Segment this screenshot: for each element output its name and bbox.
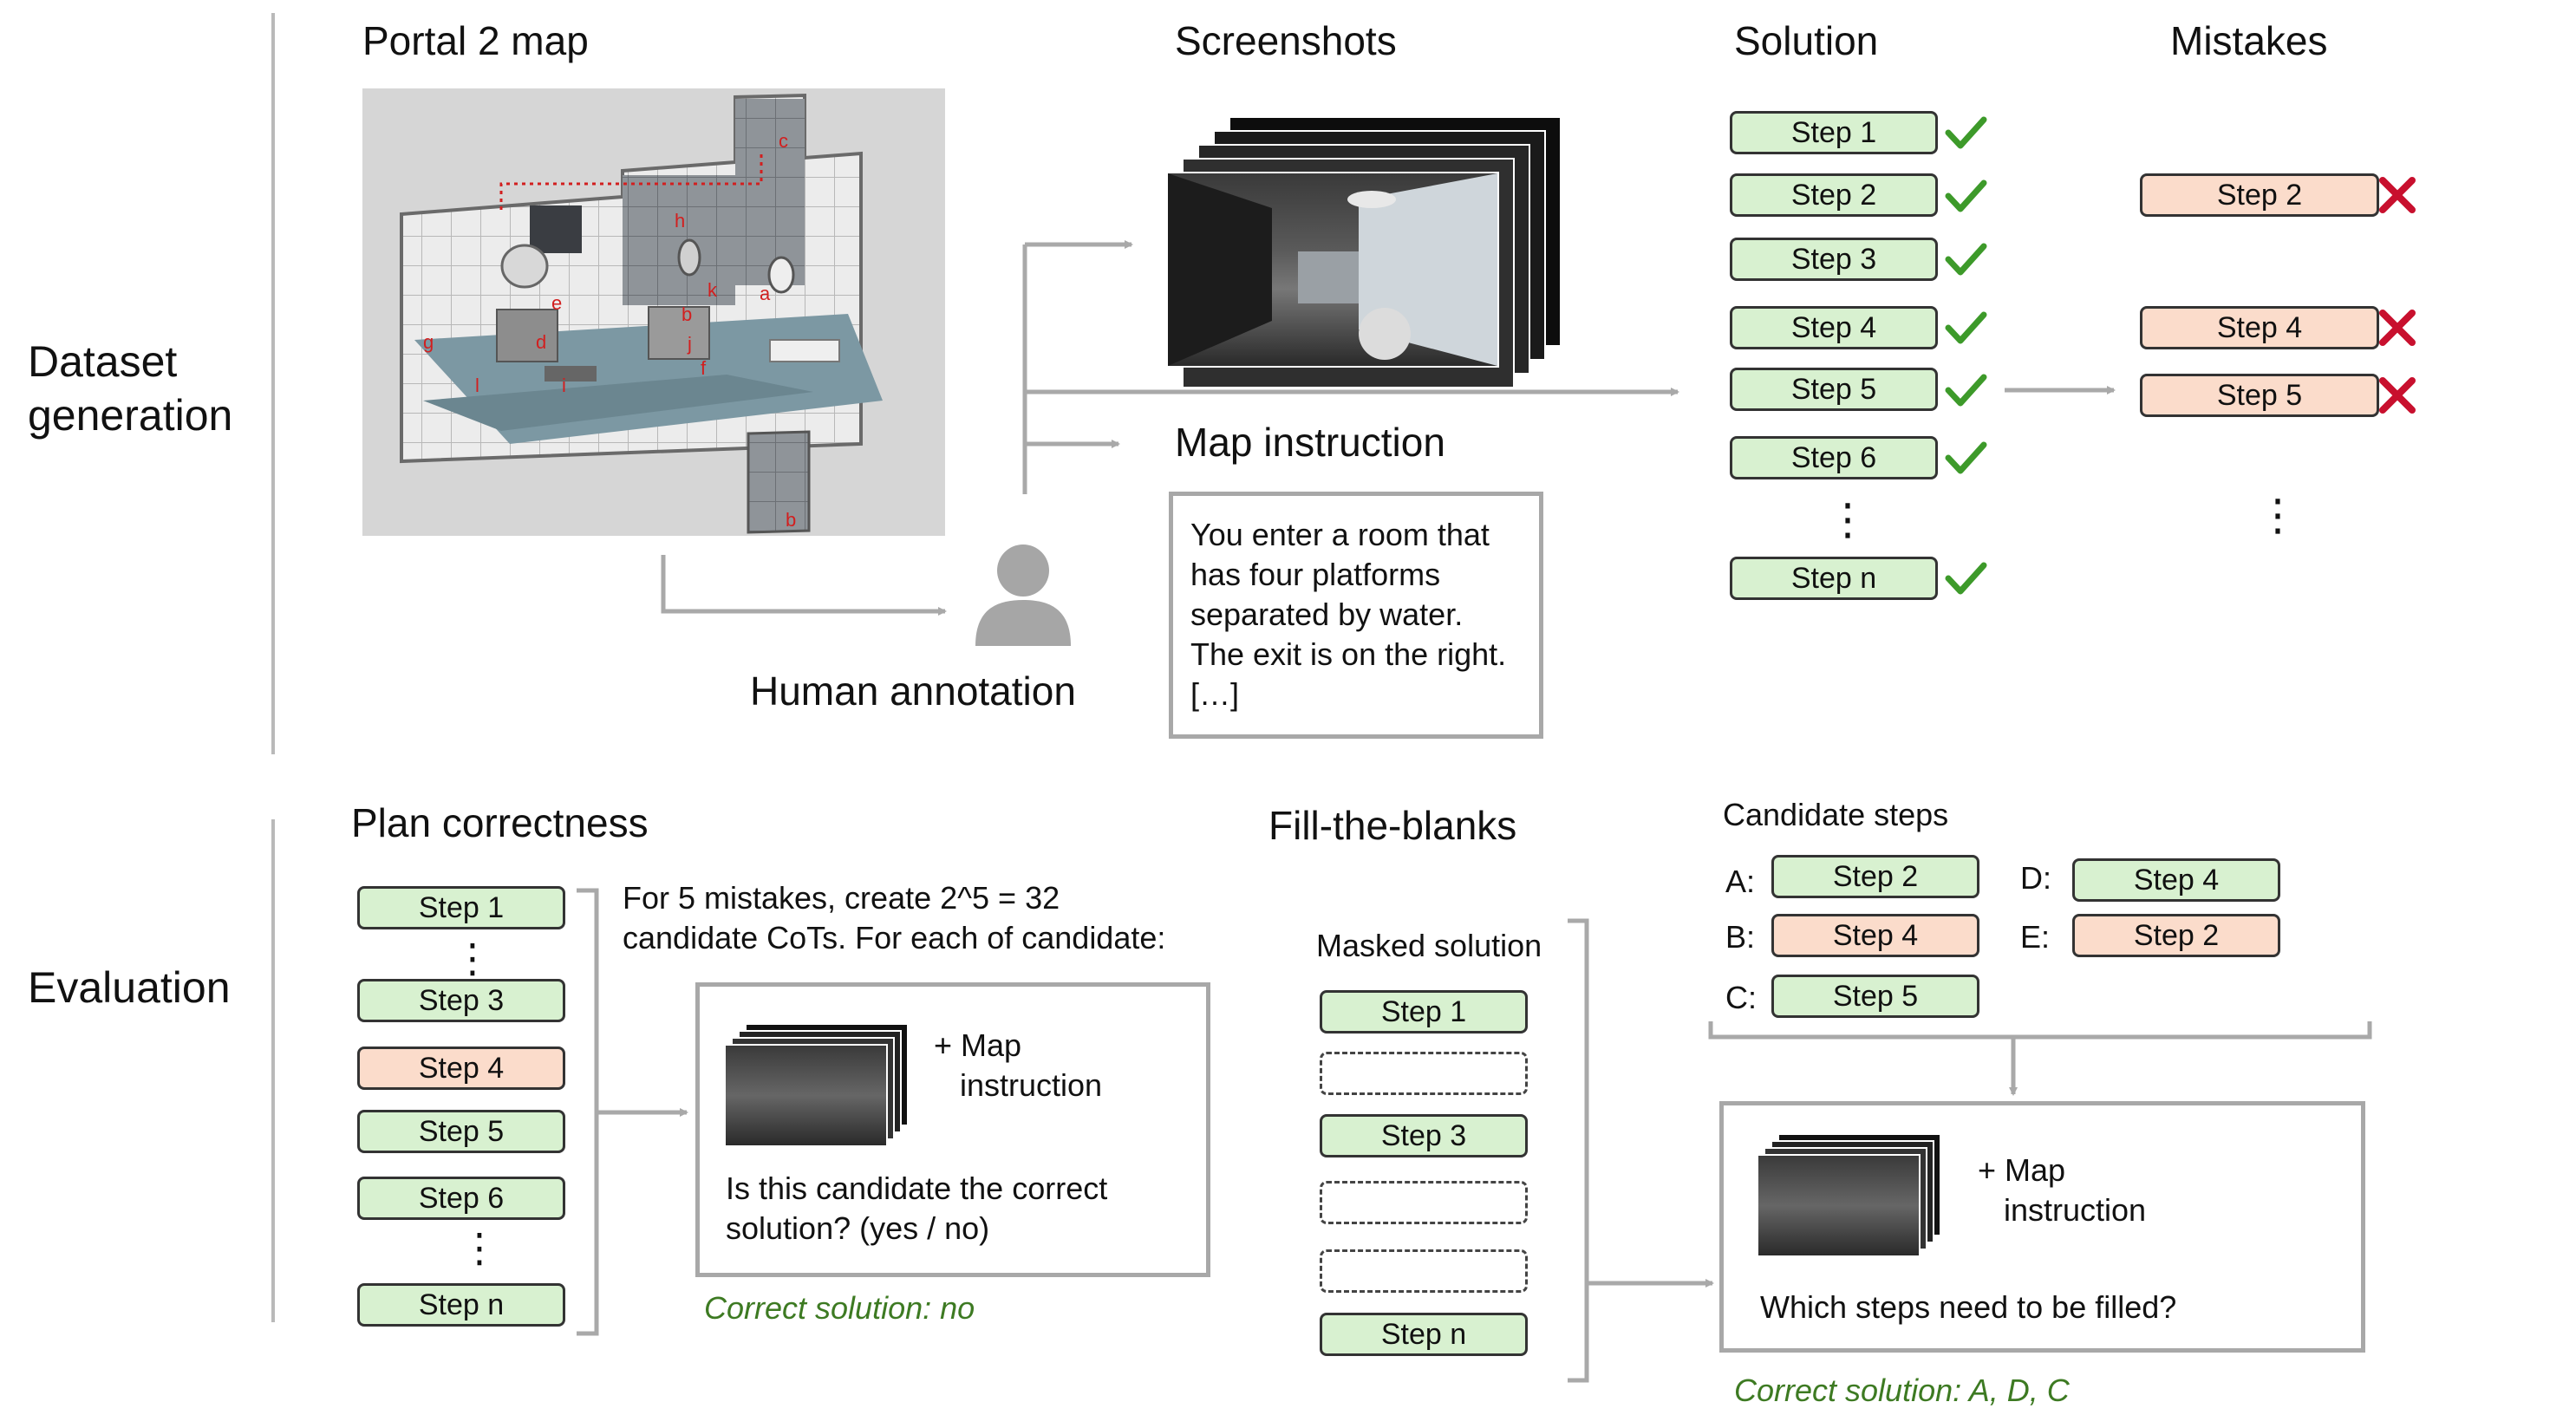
plan-step-5: Step 5 xyxy=(357,1110,565,1153)
map-label-d: d xyxy=(536,331,546,353)
plan-step-6: Step 6 xyxy=(357,1177,565,1220)
plan-step-n: Step n xyxy=(357,1283,565,1327)
masked-step-n: Step n xyxy=(1320,1313,1528,1356)
plan-step-4: Step 4 xyxy=(357,1047,565,1090)
solution-step-3: Step 3 xyxy=(1730,238,1938,281)
map-label-h: h xyxy=(675,210,685,231)
check-icon xyxy=(1945,311,1987,344)
candidate-letter-e: E: xyxy=(2020,919,2051,955)
screenshot-stack xyxy=(1166,113,1565,388)
map-label-a: a xyxy=(760,283,771,304)
candidate-c: Step 5 xyxy=(1771,975,1979,1018)
person-icon xyxy=(967,538,1079,650)
masked-solution-title: Masked solution xyxy=(1316,928,1542,963)
check-icon xyxy=(1945,179,1987,212)
plan-step-1: Step 1 xyxy=(357,886,565,929)
fill-question: Which steps need to be filled? xyxy=(1760,1289,2177,1325)
map-label-i: i xyxy=(562,375,566,396)
mistakes-title: Mistakes xyxy=(2170,18,2328,63)
plan-question: Is this candidate the correct solution? … xyxy=(726,1170,1108,1246)
solution-step-6: Step 6 xyxy=(1730,436,1938,479)
check-icon xyxy=(1945,562,1987,595)
masked-step-3: Step 3 xyxy=(1320,1114,1528,1157)
map-label-b-lower: b xyxy=(786,509,796,531)
solution-step-2: Step 2 xyxy=(1730,173,1938,217)
plan-description: For 5 mistakes, create 2^5 = 32 candidat… xyxy=(623,880,1166,955)
section-divider-top xyxy=(271,13,275,754)
screenshot-front xyxy=(1166,172,1499,368)
masked-blank-3 xyxy=(1320,1249,1528,1293)
fill-question-box: + Map instruction Which steps need to be… xyxy=(1719,1101,2365,1353)
fill-correct-solution: Correct solution: A, D, C xyxy=(1734,1373,2070,1408)
map-label-e: e xyxy=(551,292,562,314)
fill-the-blanks-title: Fill-the-blanks xyxy=(1268,803,1517,848)
cross-icon xyxy=(2379,377,2416,414)
candidate-b: Step 4 xyxy=(1771,914,1979,957)
cross-icon xyxy=(2379,177,2416,213)
solution-title: Solution xyxy=(1734,18,1879,63)
map-label-b-upper: b xyxy=(681,303,692,325)
plan-correct-solution: Correct solution: no xyxy=(704,1290,975,1326)
candidate-letter-c: C: xyxy=(1725,980,1757,1015)
map-instruction-box: You enter a room that has four platforms… xyxy=(1169,492,1543,739)
section-label-evaluation: Evaluation xyxy=(28,963,231,1012)
candidate-steps-title: Candidate steps xyxy=(1723,797,1949,832)
check-icon xyxy=(1945,116,1987,149)
candidate-letter-b: B: xyxy=(1725,919,1756,955)
check-icon xyxy=(1945,441,1987,474)
plan-correctness-title: Plan correctness xyxy=(351,800,649,845)
map-instruction-title: Map instruction xyxy=(1175,420,1445,465)
candidate-letter-a: A: xyxy=(1725,864,1756,899)
plan-screenshot-stack xyxy=(724,1023,909,1147)
masked-blank-2 xyxy=(1320,1181,1528,1224)
plan-ellipsis-1: ⋮ xyxy=(453,936,492,981)
solution-ellipsis: ⋮ xyxy=(1826,495,1869,544)
section-divider-bottom xyxy=(271,819,275,1322)
check-icon xyxy=(1945,374,1987,407)
mistake-step-5: Step 5 xyxy=(2140,374,2379,417)
map-label-c: c xyxy=(779,130,788,152)
mistake-step-2: Step 2 xyxy=(2140,173,2379,217)
mistakes-ellipsis: ⋮ xyxy=(2256,491,2299,539)
map-label-l: l xyxy=(475,375,479,396)
plan-ellipsis-2: ⋮ xyxy=(460,1225,499,1270)
candidate-e: Step 2 xyxy=(2072,914,2280,957)
portal-map-title: Portal 2 map xyxy=(362,18,589,63)
map-instruction-text: You enter a room that has four platforms… xyxy=(1190,517,1507,712)
masked-blank-1 xyxy=(1320,1052,1528,1095)
human-annotation-label: Human annotation xyxy=(750,668,1076,714)
plan-candidate-box: + Map instruction Is this candidate the … xyxy=(695,982,1210,1277)
solution-step-5: Step 5 xyxy=(1730,368,1938,411)
masked-step-1: Step 1 xyxy=(1320,990,1528,1034)
candidate-letter-d: D: xyxy=(2020,860,2051,896)
solution-step-1: Step 1 xyxy=(1730,111,1938,154)
solution-step-4: Step 4 xyxy=(1730,306,1938,349)
portal-map-image: c h b k a e d j g i l f b xyxy=(362,88,945,536)
solution-step-n: Step n xyxy=(1730,557,1938,600)
map-label-g: g xyxy=(423,331,434,353)
screenshots-title: Screenshots xyxy=(1175,18,1397,63)
plan-map-instruction: + Map instruction xyxy=(934,1027,1103,1103)
map-label-j: j xyxy=(687,333,692,355)
cross-icon xyxy=(2379,310,2416,346)
fill-screenshot-stack xyxy=(1757,1133,1941,1257)
map-label-f: f xyxy=(701,357,707,379)
candidate-a: Step 2 xyxy=(1771,855,1979,898)
map-label-k: k xyxy=(708,279,718,301)
mistake-step-4: Step 4 xyxy=(2140,306,2379,349)
check-icon xyxy=(1945,243,1987,276)
fill-map-instruction: + Map instruction xyxy=(1978,1152,2147,1228)
plan-step-3: Step 3 xyxy=(357,979,565,1022)
candidate-d: Step 4 xyxy=(2072,858,2280,902)
section-label-dataset-generation: Dataset generation xyxy=(28,337,233,440)
